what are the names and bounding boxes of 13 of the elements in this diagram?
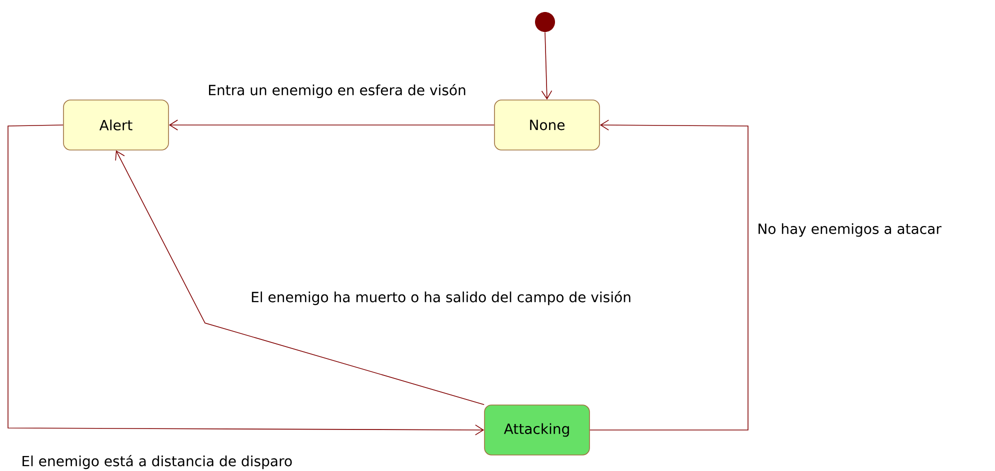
edge-label: El enemigo ha muerto o ha salido del campo de visión xyxy=(252,290,630,306)
edge-label: Entra un enemigo en esfera de visón xyxy=(209,84,466,98)
state-box: Attacking xyxy=(484,404,590,456)
arrow xyxy=(168,120,494,130)
edge-label: No hay enemigos a atacar xyxy=(758,223,942,237)
edge-label: El enemigo está a distancia de disparo xyxy=(22,454,292,470)
initial-state xyxy=(535,12,555,32)
arrow xyxy=(541,32,552,100)
state-box: None xyxy=(494,100,600,150)
arrow xyxy=(115,150,484,405)
arrow xyxy=(8,124,484,436)
arrow xyxy=(590,120,748,430)
state-box: Alert xyxy=(63,100,169,150)
